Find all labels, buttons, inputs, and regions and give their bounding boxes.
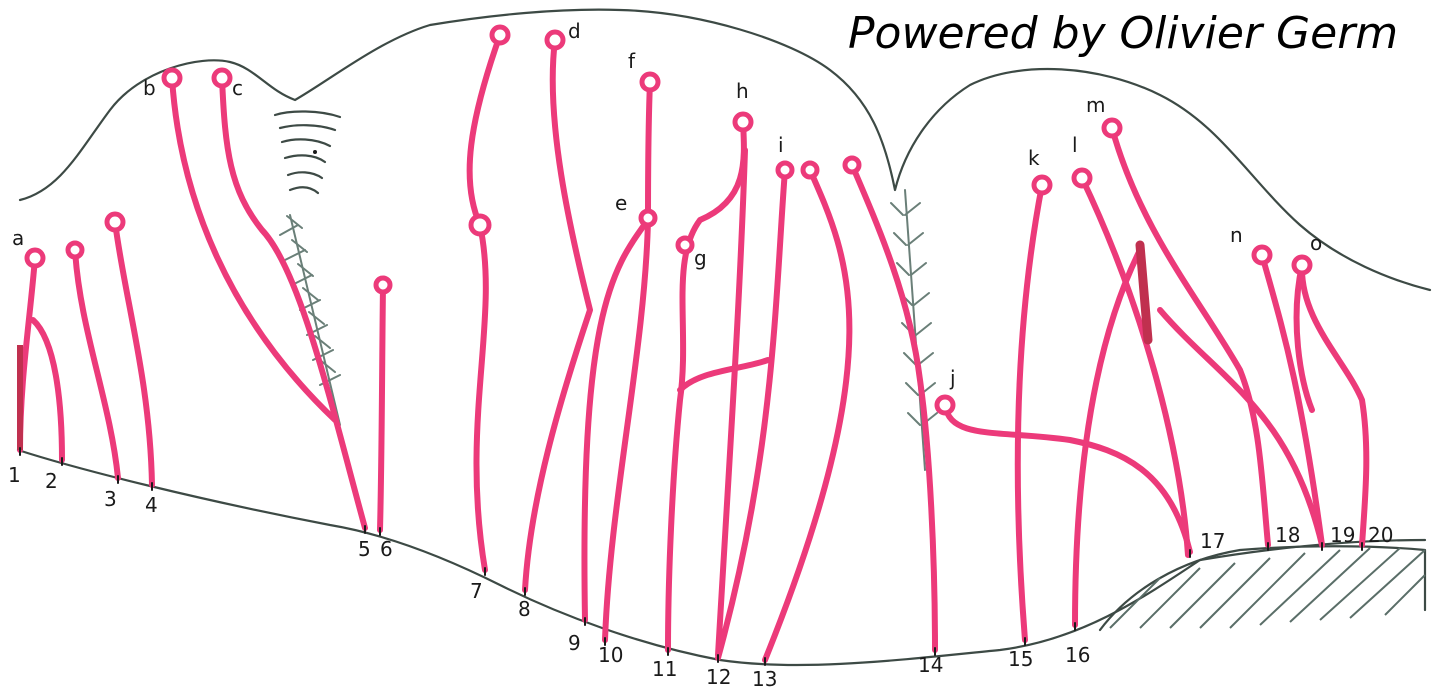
sound-wave-marks	[273, 110, 342, 195]
start-label: 6	[380, 537, 393, 561]
anchor-label: b	[143, 76, 156, 100]
bush-left	[279, 214, 341, 426]
anchor-label: i	[778, 133, 784, 157]
anchor-label: e	[615, 191, 627, 215]
anchor-label: d	[568, 19, 581, 43]
start-label: 18	[1275, 523, 1300, 547]
anchor-label: l	[1072, 133, 1078, 157]
start-label: 7	[470, 579, 483, 603]
start-label: 13	[752, 667, 777, 691]
start-label: 9	[568, 631, 581, 655]
start-label: 5	[358, 537, 371, 561]
anchor-label: a	[12, 226, 24, 250]
anchor-label: c	[232, 76, 243, 100]
start-label: 4	[145, 493, 158, 517]
start-labels: 1 2 3 4 5 6 7 8 9 10 11 12 13 14 15 16 1…	[8, 463, 1393, 691]
start-label: 16	[1065, 643, 1090, 667]
start-label: 1	[8, 463, 21, 487]
start-label: 8	[518, 597, 531, 621]
start-label: 17	[1200, 529, 1225, 553]
scree-hatching	[1109, 547, 1426, 629]
anchor-label: j	[949, 366, 956, 390]
anchor-label: f	[628, 49, 636, 73]
scree-outline	[1098, 545, 1427, 632]
start-label: 2	[45, 469, 58, 493]
anchor-labels: a b c d e f g h n i j k l m o	[12, 19, 1322, 390]
crag-top-outline	[18, 8, 1432, 292]
anchor-label: n	[1230, 223, 1243, 247]
anchor-label: h	[736, 79, 749, 103]
anchor-label: g	[694, 246, 707, 270]
route-anchors	[24, 24, 1313, 416]
watermark: Powered by Olivier Germ	[848, 8, 1399, 59]
start-label: 15	[1008, 647, 1033, 671]
anchor-label: o	[1310, 231, 1322, 255]
start-label: 20	[1368, 523, 1393, 547]
anchor-label: m	[1086, 93, 1105, 117]
start-label: 14	[918, 653, 943, 677]
start-label: 12	[706, 665, 731, 689]
start-label: 10	[598, 643, 623, 667]
route-lines	[17, 32, 1370, 663]
anchor-label: k	[1028, 146, 1040, 170]
start-ticks	[19, 447, 1363, 666]
start-label: 11	[652, 657, 677, 681]
start-label: 19	[1330, 523, 1355, 547]
start-label: 3	[104, 487, 117, 511]
